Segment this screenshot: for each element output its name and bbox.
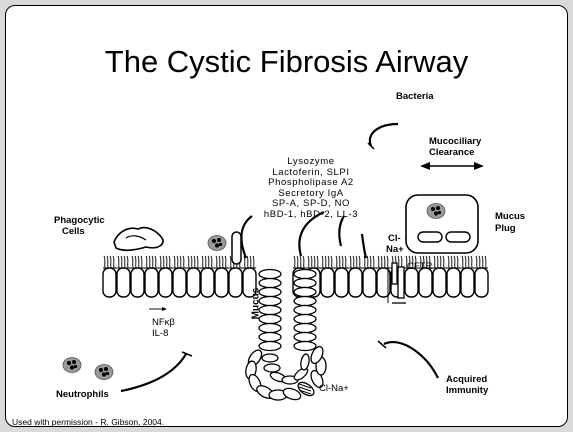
mucociliary-label-1: Mucociliary — [429, 136, 481, 147]
mucus-label: Mucus — [250, 288, 261, 320]
mucus-plug-label-2: Plug — [495, 223, 516, 234]
bacteria-label: Bacteria — [396, 91, 434, 102]
bacterium-surface — [208, 232, 241, 264]
slide: The Cystic Fibrosis Airway — [5, 5, 568, 427]
mucus-plug-label-1: Mucus — [495, 211, 525, 222]
clearance-arrow — [420, 162, 484, 170]
mucociliary-label-2: Clearance — [429, 147, 474, 158]
bacteria-arrow — [368, 124, 398, 149]
defense-molecule: Lysozyme — [236, 157, 386, 168]
neutrophils-group — [63, 358, 113, 380]
epithelium-right — [293, 256, 488, 297]
cl-na-bottom-label: Cl-Na+ — [319, 383, 349, 394]
neutrophils-arrow — [121, 352, 192, 391]
na-top-label: Na+ — [386, 244, 404, 255]
il8-label: IL-8 — [152, 328, 168, 339]
acquired-label-1: Acquired — [446, 374, 487, 385]
phagocytic-label-2: Cells — [62, 226, 85, 237]
acquired-label-2: Immunity — [446, 385, 488, 396]
defense-molecule: Phospholipase A2 — [236, 178, 386, 189]
defense-molecules-list: Lysozyme Lactoferin, SLPI Phospholipase … — [236, 157, 386, 220]
neutrophils-label: Neutrophils — [56, 389, 109, 400]
acquired-arrow — [378, 341, 438, 378]
cftr-label: CFTR — [407, 261, 432, 272]
nfkb-arrowhead — [162, 307, 167, 311]
phagocytic-label-1: Phagocytic — [54, 215, 105, 226]
defense-molecule: hBD-1, hBD-2, LL-3 — [236, 210, 386, 221]
nfkb-label: NFκβ — [152, 317, 175, 328]
defense-molecule: SP-A, SP-D, NO — [236, 199, 386, 210]
phagocytic-cell — [114, 228, 163, 251]
cl-top-label: Cl- — [388, 233, 401, 244]
credit-text: Used with permission - R. Gibson, 2004. — [12, 417, 164, 427]
mucus-plug — [406, 195, 478, 253]
